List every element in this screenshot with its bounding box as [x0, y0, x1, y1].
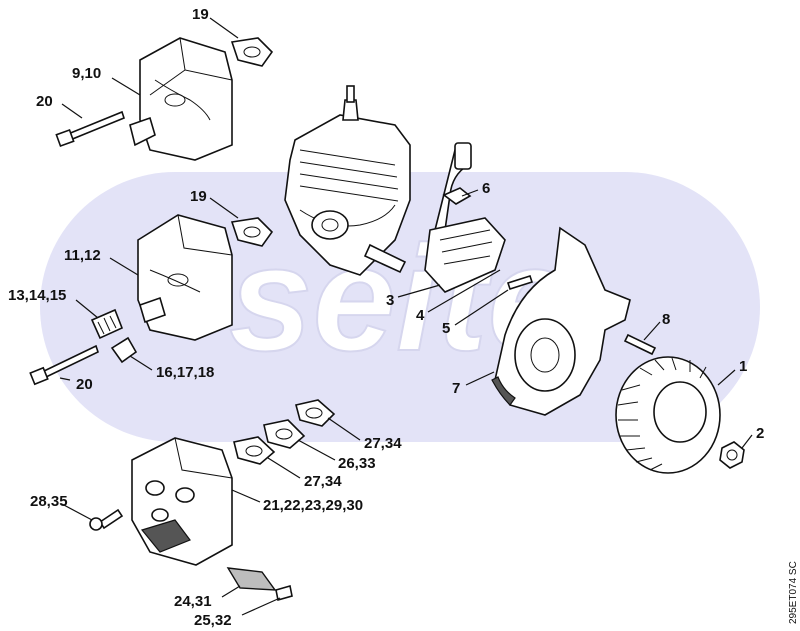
label-27-34-lower: 27,34	[304, 473, 342, 490]
gasket-27-lower[interactable]	[233, 436, 276, 465]
ignition-module[interactable]	[424, 142, 506, 293]
label-21-22-23-29-30: 21,22,23,29,30	[263, 497, 363, 514]
gasket-top[interactable]	[230, 37, 274, 67]
label-3: 3	[386, 292, 394, 309]
label-28-35: 28,35	[30, 493, 68, 510]
engine-cylinder[interactable]	[284, 85, 411, 276]
fan-housing[interactable]	[491, 226, 631, 416]
label-16-17-18: 16,17,18	[156, 364, 214, 381]
part-labels: 19 9,10 20 19 11,12 13,14,15 20 16,17,18…	[8, 6, 764, 629]
label-6: 6	[482, 180, 490, 197]
drawing-code: 295ET074 SC	[788, 561, 799, 624]
label-9-10: 9,10	[72, 65, 101, 82]
label-20-top: 20	[36, 93, 53, 110]
label-20-middle: 20	[76, 376, 93, 393]
gasket-26[interactable]	[263, 419, 306, 449]
label-11-12: 11,12	[64, 247, 101, 264]
gasket-middle[interactable]	[230, 217, 274, 247]
label-24-31: 24,31	[174, 593, 212, 610]
label-19-middle: 19	[190, 188, 207, 205]
screw-25[interactable]	[275, 584, 293, 602]
label-4: 4	[416, 307, 425, 324]
muffler-middle[interactable]	[137, 214, 233, 341]
label-2: 2	[756, 425, 764, 442]
clip-6[interactable]	[442, 187, 472, 205]
muffler-bottom[interactable]	[131, 437, 233, 566]
label-25-32: 25,32	[194, 612, 232, 629]
label-1: 1	[739, 358, 747, 375]
muffler-top[interactable]	[129, 37, 233, 161]
label-27-34-upper: 27,34	[364, 435, 402, 452]
label-5: 5	[442, 320, 450, 337]
screw-8[interactable]	[623, 333, 657, 356]
gasket-27-upper[interactable]	[295, 399, 336, 427]
label-26-33: 26,33	[338, 455, 376, 472]
flywheel[interactable]	[615, 356, 721, 474]
plate-24[interactable]	[226, 567, 277, 591]
screw-5[interactable]	[506, 274, 534, 291]
screw-20-top[interactable]	[55, 110, 125, 148]
label-8: 8	[662, 311, 670, 328]
leader-lines	[59, 17, 753, 616]
screw-28[interactable]	[89, 508, 124, 531]
screw-20-middle[interactable]	[29, 344, 99, 386]
label-13-14-15: 13,14,15	[8, 287, 66, 304]
spark-screen-13[interactable]	[90, 308, 124, 340]
label-19-top: 19	[192, 6, 209, 23]
nut-2[interactable]	[719, 441, 745, 469]
label-7: 7	[452, 380, 460, 397]
